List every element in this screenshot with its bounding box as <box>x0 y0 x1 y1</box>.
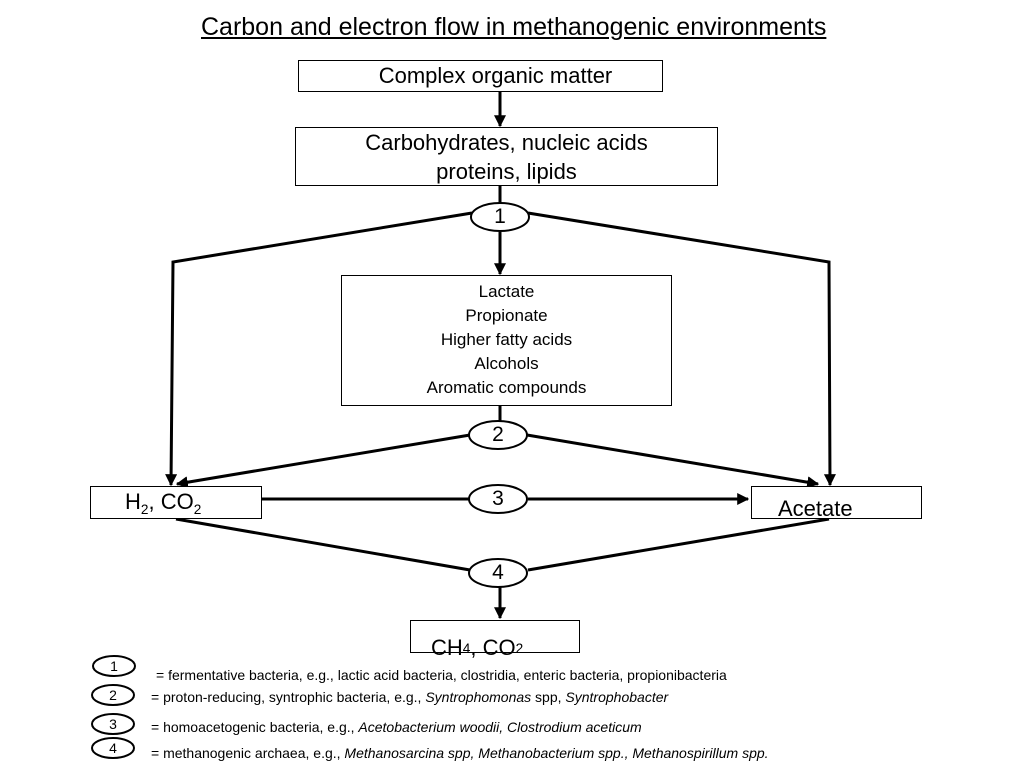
arrow-node1-to-h2co2 <box>165 211 473 487</box>
node-3-oval <box>468 484 528 514</box>
intermediate-item: Alcohols <box>474 354 539 373</box>
box-biopolymers: Carbohydrates, nucleic acids proteins, l… <box>295 127 718 186</box>
box-acetate-label: Acetate <box>778 496 853 521</box>
arrow-node2-to-acetate <box>526 433 820 489</box>
box-biopolymers-line1: Carbohydrates, nucleic acids <box>365 130 648 155</box>
legend-oval-3-shape <box>91 713 135 735</box>
box-ch4-co2: CH4, CO2 <box>410 620 580 660</box>
box-h2-co2: H2, CO2 <box>90 486 262 519</box>
node-4-label: 4 <box>492 561 504 584</box>
node-2-label: 2 <box>492 423 504 446</box>
box-acetate: Acetate <box>751 486 922 521</box>
line-h2co2-to-node4 <box>175 517 471 572</box>
intermediate-item: Propionate <box>465 306 548 325</box>
legend-oval-4: 4 <box>109 740 117 756</box>
arrow-node2-to-h2co2 <box>175 433 471 489</box>
node-2-oval <box>468 420 528 450</box>
diagram-title: Carbon and electron flow in methanogenic… <box>201 13 827 41</box>
legend-oval-2: 2 <box>109 687 117 703</box>
intermediate-item: Higher fatty acids <box>440 330 573 349</box>
node-1-label: 1 <box>494 205 506 228</box>
legend-text-2: = proton-reducing, syntrophic bacteria, … <box>151 689 669 705</box>
box-complex-organic-matter: Complex organic matter <box>298 60 663 92</box>
legend-text-1: = fermentative bacteria, e.g., lactic ac… <box>156 667 727 683</box>
legend-oval-1-shape <box>92 655 136 677</box>
legend-oval-4-shape <box>91 737 135 759</box>
legend-text-3: = homoacetogenic bacteria, e.g., Acetoba… <box>151 719 642 735</box>
node-3-label: 3 <box>492 487 504 510</box>
legend-oval-2-shape <box>91 684 135 706</box>
node-4-oval <box>468 558 528 588</box>
arrow-node1-to-acetate <box>527 211 836 487</box>
legend-oval-1: 1 <box>110 658 118 674</box>
intermediate-item: Aromatic compounds <box>426 378 587 397</box>
line-acetate-to-node4 <box>527 517 830 572</box>
box-complex-label: Complex organic matter <box>378 63 613 88</box>
intermediate-item: Lactate <box>478 282 535 301</box>
box-biopolymers-line2: proteins, lipids <box>436 159 577 184</box>
legend-oval-3: 3 <box>109 716 117 732</box>
legend-text-4: = methanogenic archaea, e.g., Methanosar… <box>151 745 769 761</box>
node-1-oval <box>470 202 530 232</box>
box-intermediates: Lactate Propionate Higher fatty acids Al… <box>341 275 672 406</box>
